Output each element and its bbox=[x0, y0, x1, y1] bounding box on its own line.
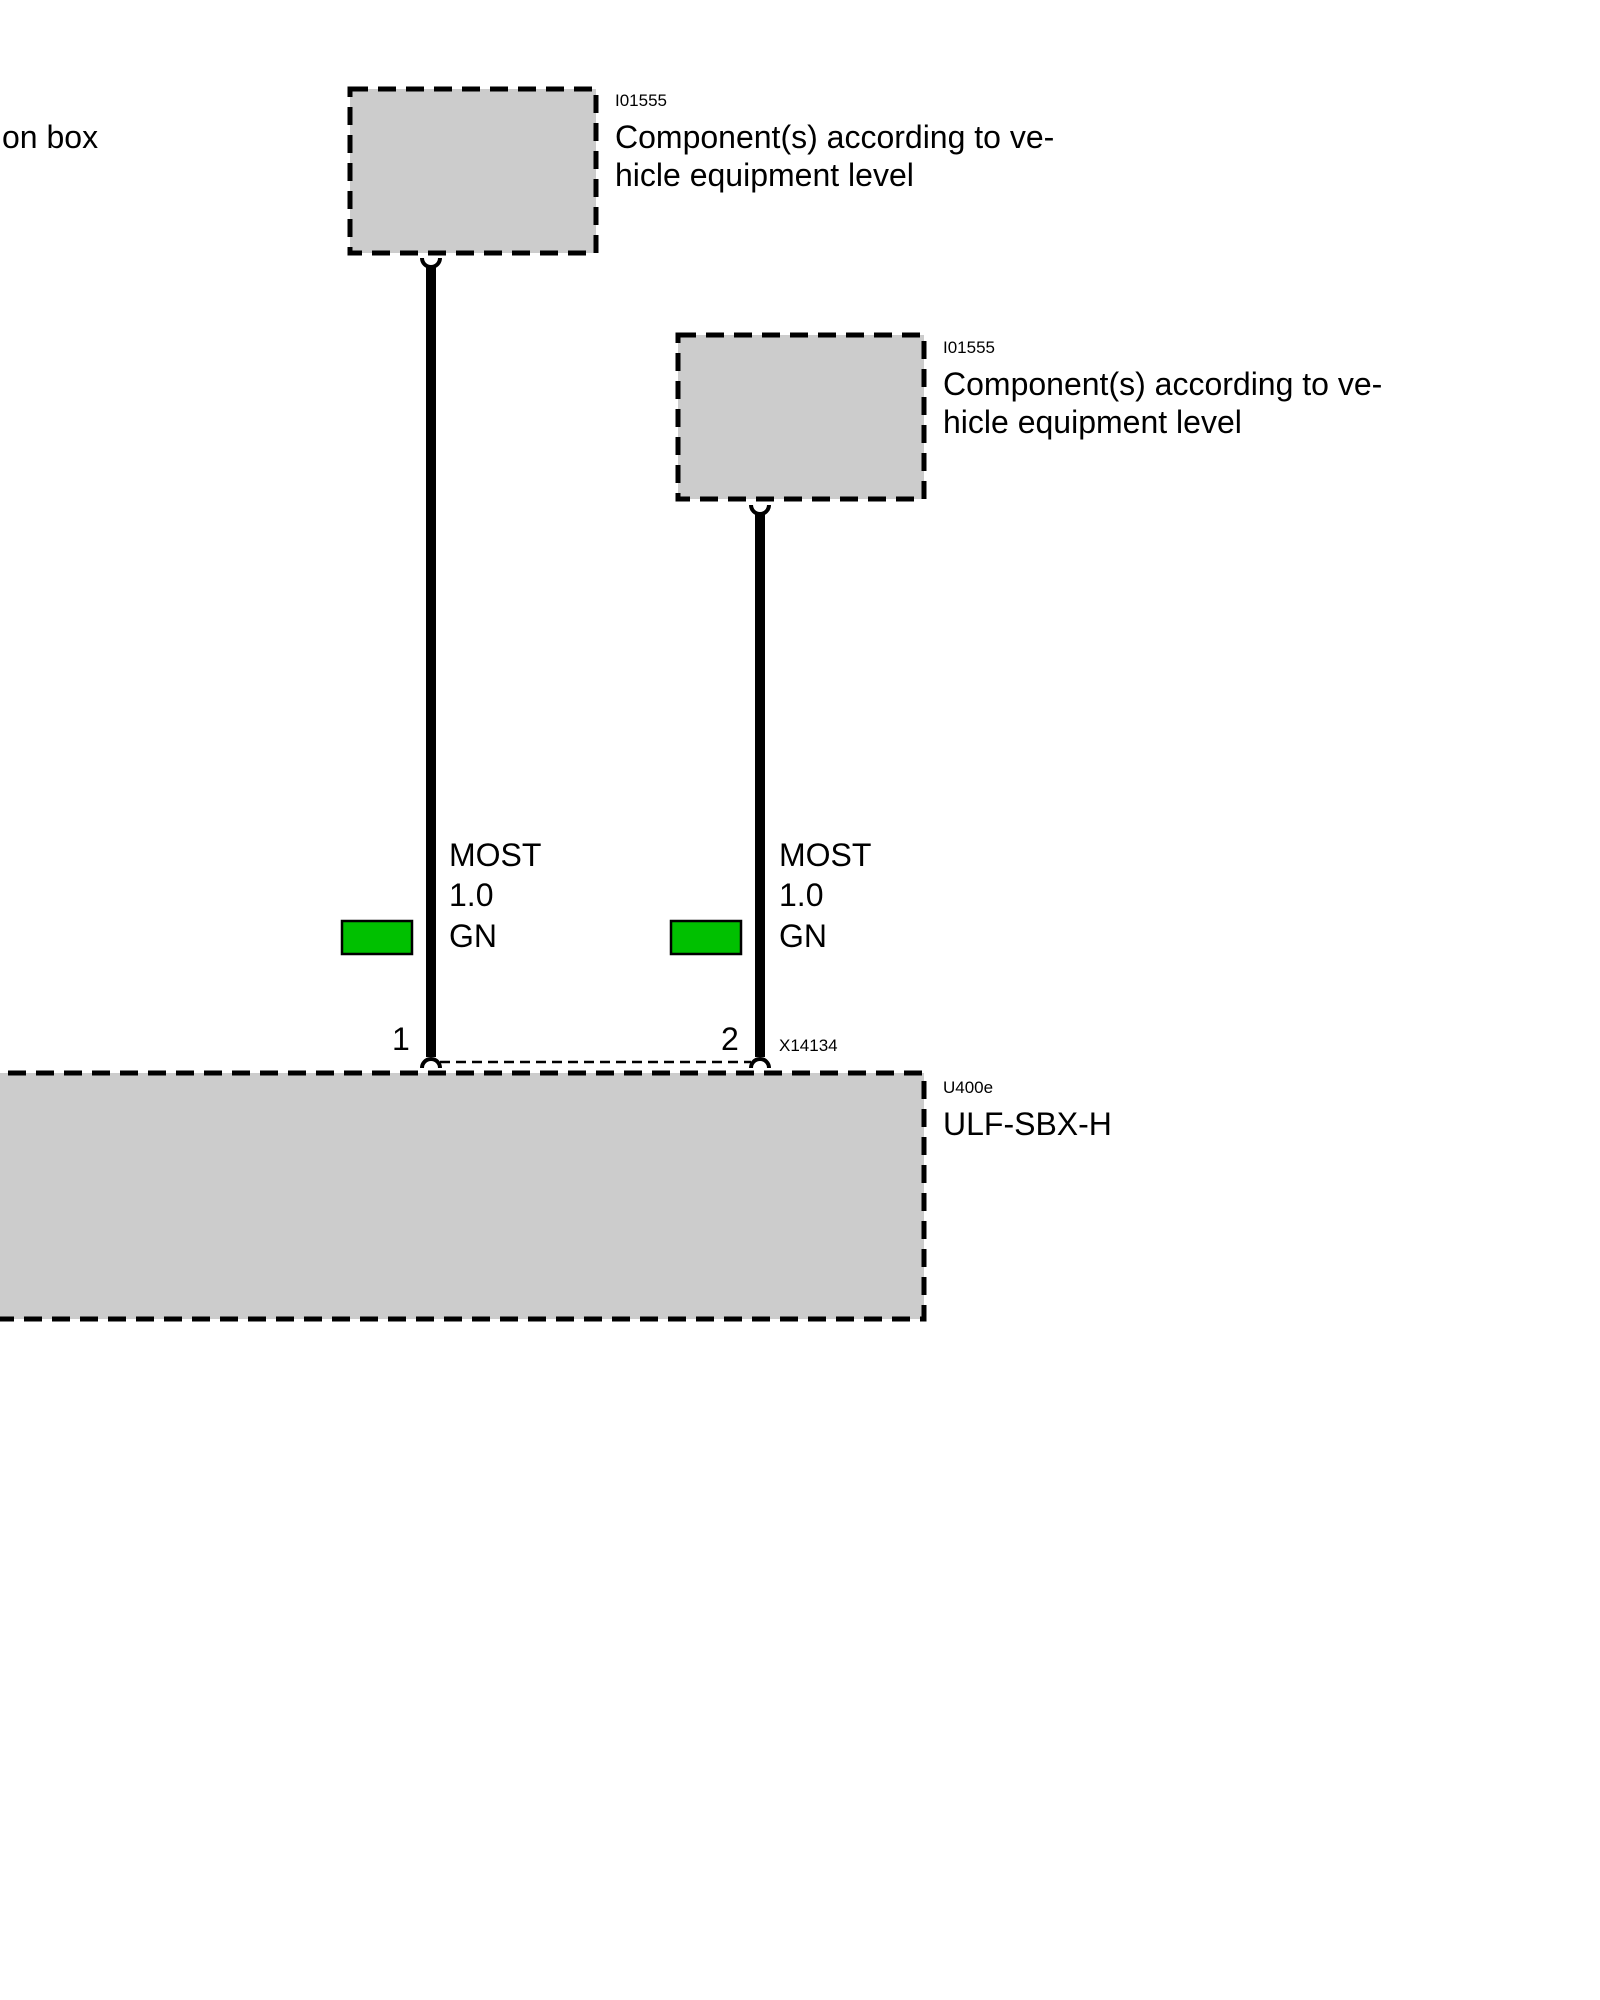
component-1-id: I01555 bbox=[615, 91, 667, 110]
wire-2-bottom-terminal bbox=[749, 1057, 771, 1069]
pin-1-label: 1 bbox=[392, 1021, 410, 1057]
connector-id: X14134 bbox=[779, 1036, 838, 1055]
component-2-desc-line1: Component(s) according to ve- bbox=[943, 366, 1382, 402]
component-2-id: I01555 bbox=[943, 338, 995, 357]
partial-component-label: on box bbox=[2, 119, 98, 155]
component-box-2[interactable] bbox=[675, 332, 927, 502]
control-unit-id: U400e bbox=[943, 1078, 993, 1097]
wire-2-color-swatch bbox=[669, 919, 743, 956]
pin-2-label: 2 bbox=[721, 1021, 739, 1057]
component-1-desc-line1: Component(s) according to ve- bbox=[615, 119, 1054, 155]
wire-1-color-swatch bbox=[340, 919, 414, 956]
control-unit-box[interactable] bbox=[0, 1070, 927, 1322]
wire-2-top-terminal bbox=[749, 504, 771, 516]
component-box-1[interactable] bbox=[347, 86, 599, 256]
wire-2-bus: MOST bbox=[779, 837, 871, 873]
control-unit-name: ULF-SBX-H bbox=[943, 1106, 1112, 1142]
wire-2-gauge: 1.0 bbox=[779, 877, 823, 913]
component-2-desc-line2: hicle equipment level bbox=[943, 404, 1242, 440]
wire-1-bottom-terminal bbox=[420, 1057, 442, 1069]
wire-1-color-code: GN bbox=[449, 918, 497, 954]
wire-1-bus: MOST bbox=[449, 837, 541, 873]
component-1-desc-line2: hicle equipment level bbox=[615, 157, 914, 193]
wire-1-top-terminal bbox=[420, 257, 442, 269]
wire-2-color-code: GN bbox=[779, 918, 827, 954]
wire-1-gauge: 1.0 bbox=[449, 877, 493, 913]
